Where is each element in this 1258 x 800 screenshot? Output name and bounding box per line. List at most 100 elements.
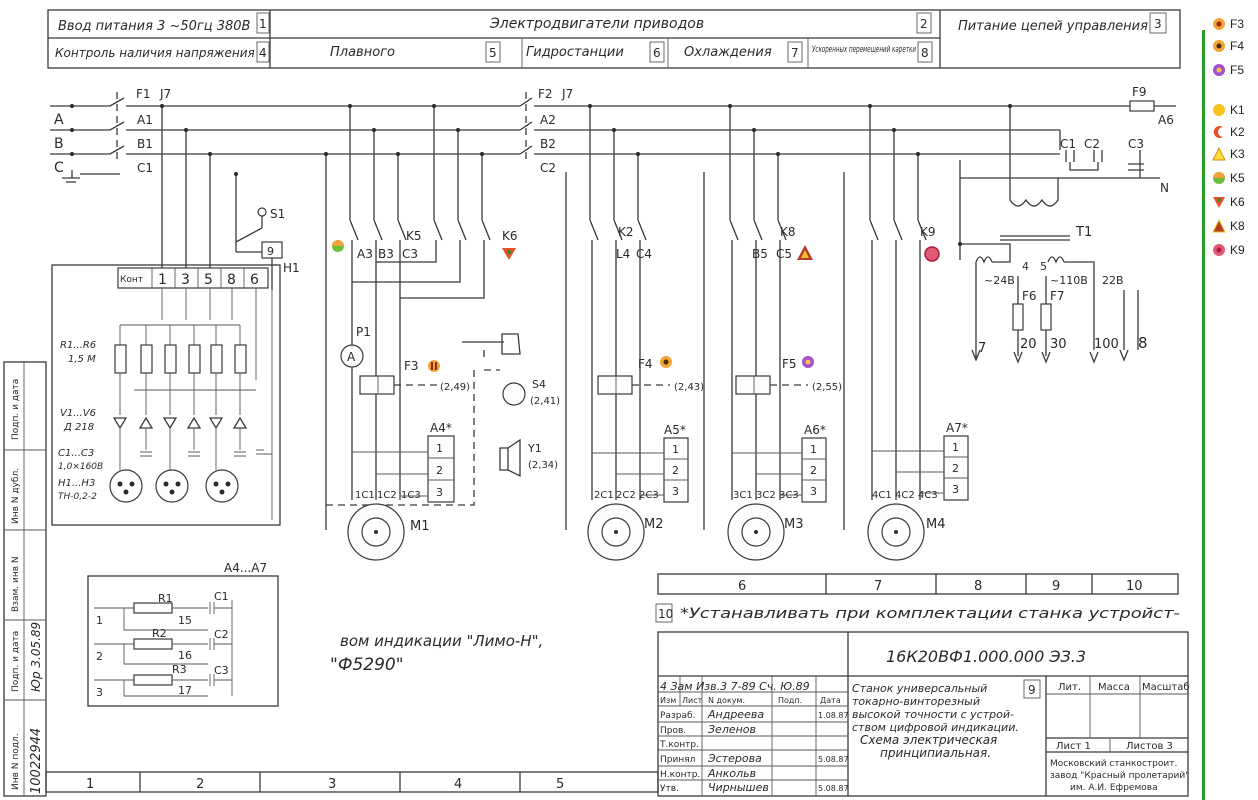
note-display-device: вом индикации "Лимо-Н", xyxy=(340,632,543,650)
output-100: 100 xyxy=(1094,337,1119,352)
legend-label: F4 xyxy=(1230,39,1245,53)
legend-marker-k5-icon xyxy=(1213,172,1225,184)
supply-cap-c2: C2 xyxy=(1084,137,1100,151)
stamp-replace-inv: Взам. инв N xyxy=(11,556,21,612)
breaker-f1-type: J7 xyxy=(159,87,171,101)
wire-c3: C3 xyxy=(402,247,418,261)
output-7: 7 xyxy=(978,341,986,356)
role-tech-control: Т.контр. xyxy=(659,740,699,750)
zone-9: 9 xyxy=(1052,579,1060,594)
col-change: Изм xyxy=(660,696,676,705)
pin-6: 6 xyxy=(250,272,259,288)
org-line-1: Московский станкостроит. xyxy=(1050,759,1177,769)
zone-8: 8 xyxy=(974,579,982,594)
col-date: Дата xyxy=(820,696,841,705)
wire-b2: B2 xyxy=(540,137,556,151)
legend-marker-f3-icon xyxy=(1213,18,1225,30)
inset-w17: 17 xyxy=(178,684,192,697)
phase-c-label: C xyxy=(54,160,64,176)
main-bus: A B C F1 J7 A1 B1 C1 F2 J7 xyxy=(50,85,1176,195)
solenoid-y1-ref: (2,34) xyxy=(528,460,558,471)
header-num-1: 1 xyxy=(259,17,267,31)
motor-m4-label: M4 xyxy=(926,517,946,532)
pin-1: 1 xyxy=(158,272,167,288)
motor-m2-label: M2 xyxy=(644,517,664,532)
revision-row: 4 Зам Изв.3 7-89 Сч. Ю.89 xyxy=(660,680,810,693)
phase-b-label: B xyxy=(54,136,64,152)
name-developer: Андреева xyxy=(707,708,764,721)
solenoid-y1-label: Y1 xyxy=(527,442,542,455)
relay-f5-ref: (2,55) xyxy=(812,382,842,393)
m2-wire-2: 2C2 xyxy=(616,490,636,501)
inset-r1: R1 xyxy=(158,592,173,605)
legend-marker-k6-icon xyxy=(1213,197,1225,208)
zone-5: 5 xyxy=(556,777,564,792)
block-a6-row2: 2 xyxy=(810,464,817,477)
stamp-sign-date-2: Подп. и дата xyxy=(11,631,21,692)
block-a5-row2: 2 xyxy=(672,464,679,477)
block-a6-label: A6* xyxy=(804,423,826,437)
inset-row-3: 3 xyxy=(96,686,103,699)
legend-marker-f4-icon xyxy=(1213,40,1225,52)
legend-label: F3 xyxy=(1230,17,1245,31)
block-a7-row3: 3 xyxy=(952,483,959,496)
role-approved: Утв. xyxy=(660,784,679,794)
resistors-label: R1...R6 xyxy=(60,340,96,351)
name-approved: Чирнышев xyxy=(708,781,769,794)
legend-item-k5: K5 xyxy=(1212,168,1245,188)
breaker-f2-type: J7 xyxy=(561,87,573,101)
header-voltage-check: Контроль наличия напряжения xyxy=(55,46,255,60)
k6-marker-icon xyxy=(502,248,516,260)
k5-marker-icon xyxy=(332,240,344,252)
stamp-dup-inv: Инв N дубл. xyxy=(11,468,21,524)
col-mass: Масса xyxy=(1098,682,1130,693)
header-num-7: 7 xyxy=(791,46,799,60)
role-norm-control: Н.контр. xyxy=(660,770,700,780)
terminal-9: 9 xyxy=(267,245,274,258)
wire-c1: C1 xyxy=(137,161,153,175)
lamps-label: H1...H3 xyxy=(58,478,95,489)
pin-5: 5 xyxy=(204,272,213,288)
legend-marker-k9-icon xyxy=(1213,244,1225,256)
header-num-8: 8 xyxy=(921,46,929,60)
diodes-type: Д 218 xyxy=(63,422,94,433)
switch-s1-label: S1 xyxy=(270,207,285,221)
wire-l4: L4 xyxy=(616,247,630,261)
sheet-number: Лист 1 xyxy=(1056,741,1091,752)
switch-s4-label: S4 xyxy=(532,378,546,391)
indicator-h1-label: H1 xyxy=(283,261,300,275)
main-drive-section: A3 B3 C3 K5 K6 P1 A F3 (2,49) S4 (2,41) xyxy=(324,104,560,561)
wire-a2: A2 xyxy=(540,113,556,127)
legend-label: F5 xyxy=(1230,63,1245,77)
header-cooling: Охлаждения xyxy=(684,45,772,60)
stamp-inv-value: 10022944 xyxy=(29,728,44,794)
output-20: 20 xyxy=(1020,337,1037,352)
fuse-f7-label: F7 xyxy=(1050,289,1065,303)
wire-b3: B3 xyxy=(378,247,394,261)
rapid-traverse-section: K9 1 2 3 A7* 4C1 4C2 4C3 M4 xyxy=(843,104,969,561)
output-30: 30 xyxy=(1050,337,1067,352)
k9-marker-icon xyxy=(924,246,940,262)
relay-f4-label: F4 xyxy=(638,357,653,371)
inset-c2: C2 xyxy=(214,628,229,641)
document-number: 16К20ВФ1.000.000 ЭЗ.3 xyxy=(886,647,1086,666)
legend-item-f5: F5 xyxy=(1212,60,1244,80)
note-ref-10: 10 xyxy=(658,607,673,621)
block-a5-row3: 3 xyxy=(672,485,679,498)
desc-line-1: Станок универсальный xyxy=(852,682,987,695)
name-norm-control: Анкольв xyxy=(707,767,756,780)
wire-n: N xyxy=(1160,181,1169,195)
legend-marker-k1-icon xyxy=(1213,104,1225,116)
date-approved: 5.08.87 xyxy=(818,784,849,793)
zone-4: 4 xyxy=(454,777,462,792)
f4-marker-icon xyxy=(660,356,672,368)
fuse-f6-label: F6 xyxy=(1022,289,1037,303)
block-a5-row1: 1 xyxy=(672,443,679,456)
control-supply-section: C1 C2 C3 T1 4 5 ~24В ~110В 22В F6 F7 7 2… xyxy=(958,104,1148,364)
top-zone-strip: 6 7 8 9 10 xyxy=(657,573,1179,595)
m2-wire-1: 2C1 xyxy=(594,490,614,501)
capacitors-label: C1...C3 xyxy=(58,448,94,459)
relay-f4-ref: (2,43) xyxy=(674,382,704,393)
sheet-count: Листов 3 xyxy=(1126,741,1173,752)
role-accepted: Принял xyxy=(660,755,695,765)
